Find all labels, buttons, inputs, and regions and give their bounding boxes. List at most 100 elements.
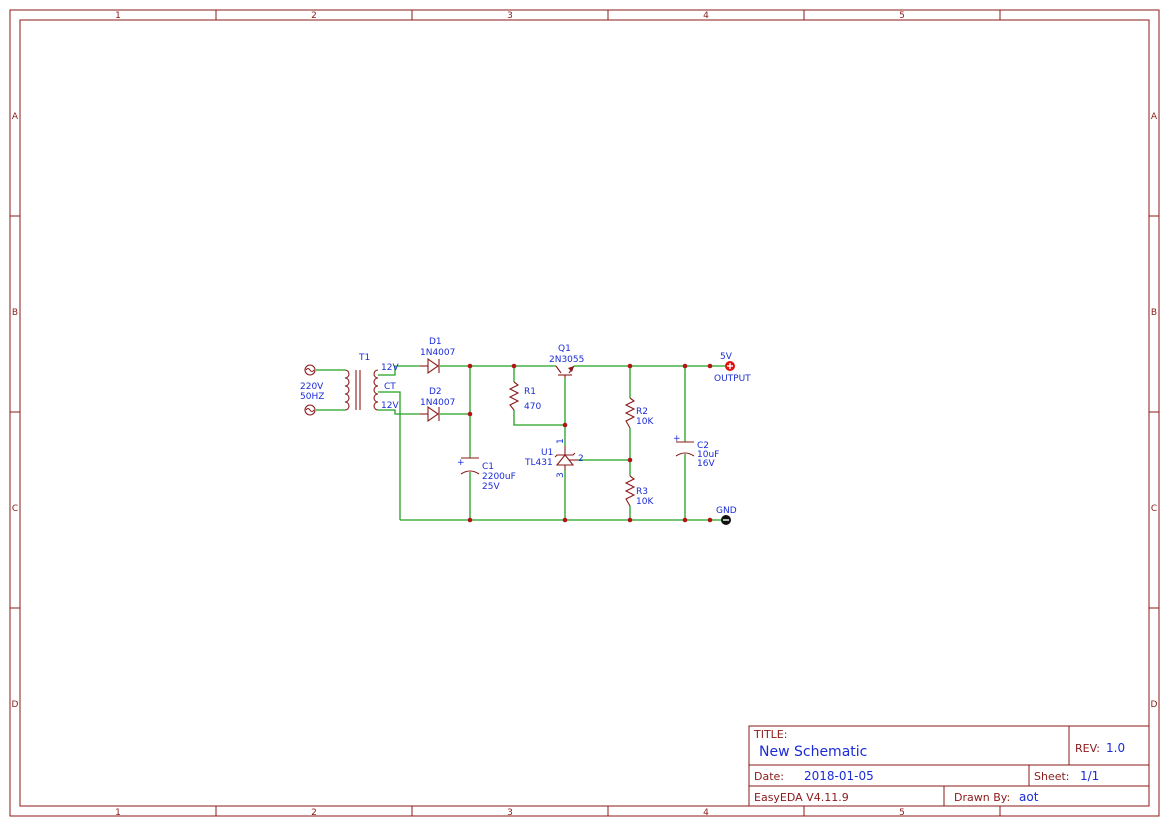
- diode-d2-icon: [427, 405, 439, 423]
- capacitor-c2[interactable]: + C2 10uF 16V: [673, 434, 719, 469]
- wires: [316, 365, 730, 521]
- junction-dot: [467, 363, 473, 369]
- col-label-top-4: 4: [703, 11, 709, 21]
- inner-frame: [19, 19, 1150, 807]
- frame-column-ticks: [10, 10, 1159, 816]
- junction-dot: [627, 363, 633, 369]
- c2-rating: 16V: [697, 459, 715, 469]
- title-block: TITLE: New Schematic REV: 1.0 Date: 2018…: [748, 725, 1150, 807]
- drawn-by-value: aot: [1019, 790, 1039, 804]
- secondary-coil-icon: [373, 369, 379, 411]
- junction-dot: [467, 517, 473, 523]
- c1-ref: C1: [482, 462, 494, 472]
- outer-frame: [9, 9, 1160, 817]
- u1-pin-1: 1: [556, 438, 566, 444]
- title-label: TITLE:: [753, 728, 787, 741]
- junction-dot: [627, 517, 633, 523]
- transformer-t1[interactable]: T1 12V CT 12V: [344, 353, 399, 411]
- d2-value: 1N4007: [420, 398, 455, 408]
- junction-dot: [511, 363, 517, 369]
- c1-rating: 25V: [482, 482, 500, 492]
- ac-source[interactable]: 220V 50HZ: [300, 364, 324, 416]
- d2-ref: D2: [429, 387, 442, 397]
- primary-coil-icon: [344, 369, 350, 411]
- resistor-r3-icon: [624, 475, 636, 507]
- row-label-right-b: B: [1151, 308, 1157, 318]
- r1-ref: R1: [524, 387, 536, 397]
- diode-d1-icon: [427, 357, 439, 375]
- capacitor-c1[interactable]: + C1 2200uF 25V: [457, 457, 516, 492]
- junction-dot: [627, 457, 633, 463]
- junction-dot: [682, 363, 688, 369]
- sheet-label: Sheet:: [1034, 770, 1070, 783]
- drawn-by-label: Drawn By:: [954, 791, 1010, 804]
- rev-label: REV:: [1075, 742, 1100, 755]
- date-label: Date:: [754, 770, 784, 783]
- c2-ref: C2: [697, 441, 709, 451]
- col-label-bottom-1: 1: [115, 808, 121, 818]
- date-value: 2018-01-05: [804, 769, 874, 783]
- r2-ref: R2: [636, 407, 648, 417]
- t1-tap-center: CT: [384, 382, 396, 392]
- t1-tap-bottom: 12V: [381, 401, 399, 411]
- u1-ref: U1: [541, 448, 553, 458]
- r3-ref: R3: [636, 487, 648, 497]
- r2-value: 10K: [636, 417, 654, 427]
- diode-d2[interactable]: D2 1N4007: [420, 387, 455, 423]
- c1-polarity: +: [457, 458, 465, 468]
- rev-value: 1.0: [1106, 741, 1125, 755]
- col-label-bottom-2: 2: [311, 808, 317, 818]
- q1-value: 2N3055: [549, 355, 584, 365]
- resistor-r2[interactable]: R2 10K: [624, 397, 654, 429]
- row-label-right-a: A: [1151, 112, 1158, 122]
- col-label-top-5: 5: [899, 11, 905, 21]
- tool-version: EasyEDA V4.11.9: [754, 791, 849, 804]
- output-net: 5V: [720, 352, 733, 362]
- row-label-left-a: A: [12, 112, 19, 122]
- resistor-r2-icon: [624, 397, 636, 429]
- row-label-left-b: B: [12, 308, 18, 318]
- col-label-bottom-3: 3: [507, 808, 513, 818]
- junction-dot: [682, 517, 688, 523]
- t1-tap-top: 12V: [381, 363, 399, 373]
- junction-dot: [467, 411, 473, 417]
- source-voltage: 220V: [300, 382, 324, 392]
- ground-port[interactable]: GND: [716, 506, 737, 525]
- r1-value: 470: [524, 402, 541, 412]
- c1-value: 2200uF: [482, 472, 516, 482]
- junction-dot: [562, 517, 568, 523]
- transistor-q1[interactable]: Q1 2N3055: [549, 344, 584, 378]
- diode-d1[interactable]: D1 1N4007: [420, 337, 455, 375]
- sheet-value: 1/1: [1080, 769, 1099, 783]
- ac-source-top-icon: [304, 364, 316, 376]
- col-label-bottom-5: 5: [899, 808, 905, 818]
- c2-value: 10uF: [697, 450, 719, 460]
- d1-value: 1N4007: [420, 348, 455, 358]
- resistor-r1[interactable]: R1 470: [508, 381, 541, 412]
- d1-ref: D1: [429, 337, 442, 347]
- r3-value: 10K: [636, 497, 654, 507]
- q1-ref: Q1: [558, 344, 571, 354]
- resistor-r3[interactable]: R3 10K: [624, 475, 654, 507]
- u1-pin-3: 3: [556, 472, 566, 478]
- ground-net: GND: [716, 506, 737, 516]
- row-label-right-c: C: [1151, 504, 1157, 514]
- junctions: [467, 363, 713, 523]
- output-label: OUTPUT: [714, 374, 751, 384]
- c2-polarity: +: [673, 434, 681, 444]
- schematic-title: New Schematic: [759, 744, 867, 760]
- col-label-top-3: 3: [507, 11, 513, 21]
- resistor-r1-icon: [508, 381, 520, 411]
- col-label-bottom-4: 4: [703, 808, 709, 818]
- col-label-top-1: 1: [115, 11, 121, 21]
- junction-dot: [707, 363, 713, 369]
- output-port[interactable]: 5V OUTPUT: [714, 352, 751, 384]
- col-label-top-2: 2: [311, 11, 317, 21]
- source-frequency: 50HZ: [300, 392, 324, 402]
- row-label-right-d: D: [1151, 700, 1158, 710]
- row-label-left-d: D: [12, 700, 19, 710]
- junction-dot: [707, 517, 713, 523]
- u1-pin-2: 2: [578, 454, 584, 464]
- shunt-regulator-u1[interactable]: U1 TL431 1 2 3: [524, 438, 584, 478]
